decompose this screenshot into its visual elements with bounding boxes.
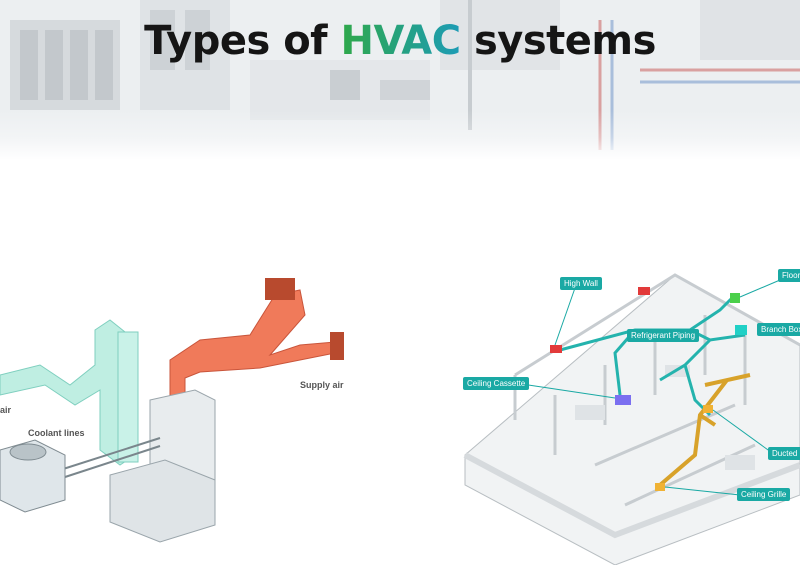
ceiling-grille-icon: [655, 483, 665, 491]
title-suffix: systems: [460, 18, 656, 64]
return-air-duct: [0, 319, 136, 466]
page-title: Types of HVAC systems: [0, 18, 800, 64]
callout-ceiling-cassette: Ceiling Cassette: [463, 377, 530, 390]
callout-leader-4: [664, 486, 741, 496]
air-handler-base: [109, 459, 216, 543]
callout-leader-3: [712, 409, 776, 456]
supply-outlet-top: [265, 278, 295, 300]
supply-air-label: Supply air: [300, 380, 344, 390]
callout-high-wall: High Wall: [560, 277, 602, 290]
ducted-system: [658, 373, 751, 487]
condenser-fan-icon: [9, 443, 47, 461]
vrf-floorplan-diagram: High Wall Floor C Refrigerant Piping Bra…: [455, 255, 800, 566]
branch-box-icon: [735, 325, 747, 335]
coolant-line-2: [61, 445, 161, 479]
air-label: air: [0, 405, 12, 415]
callout-leader-5: [739, 279, 781, 298]
high-wall-unit-icon-2: [638, 287, 650, 295]
furniture-3: [725, 455, 755, 470]
furniture: [575, 405, 605, 420]
coolant-line: [59, 437, 161, 471]
building-backdrop-image: [0, 0, 800, 160]
coolant-lines-label: Coolant lines: [28, 428, 85, 438]
callout-ceiling-grille: Ceiling Grille: [737, 488, 791, 501]
ceiling-cassette-icon: [615, 395, 631, 405]
supply-air-duct: [169, 289, 341, 401]
header-banner: [0, 0, 800, 160]
floor-unit-icon: [730, 293, 740, 303]
callout-leader: [554, 287, 576, 346]
callout-branch-box: Branch Box: [757, 323, 800, 336]
return-duct-segment: [117, 331, 139, 463]
title-prefix: Types of: [144, 18, 341, 64]
callout-refrigerant-piping: Refrigerant Piping: [627, 329, 700, 342]
supply-outlet-right: [330, 332, 344, 360]
callout-ducted: Ducted C: [768, 447, 800, 460]
title-highlight: HVAC: [340, 18, 462, 64]
callout-leader-2: [514, 382, 616, 399]
callout-floor: Floor C: [778, 269, 800, 282]
high-wall-unit-icon: [550, 345, 562, 353]
ducted-unit-icon: [703, 405, 713, 413]
split-system-diagram: air Coolant lines Supply air: [0, 260, 380, 550]
